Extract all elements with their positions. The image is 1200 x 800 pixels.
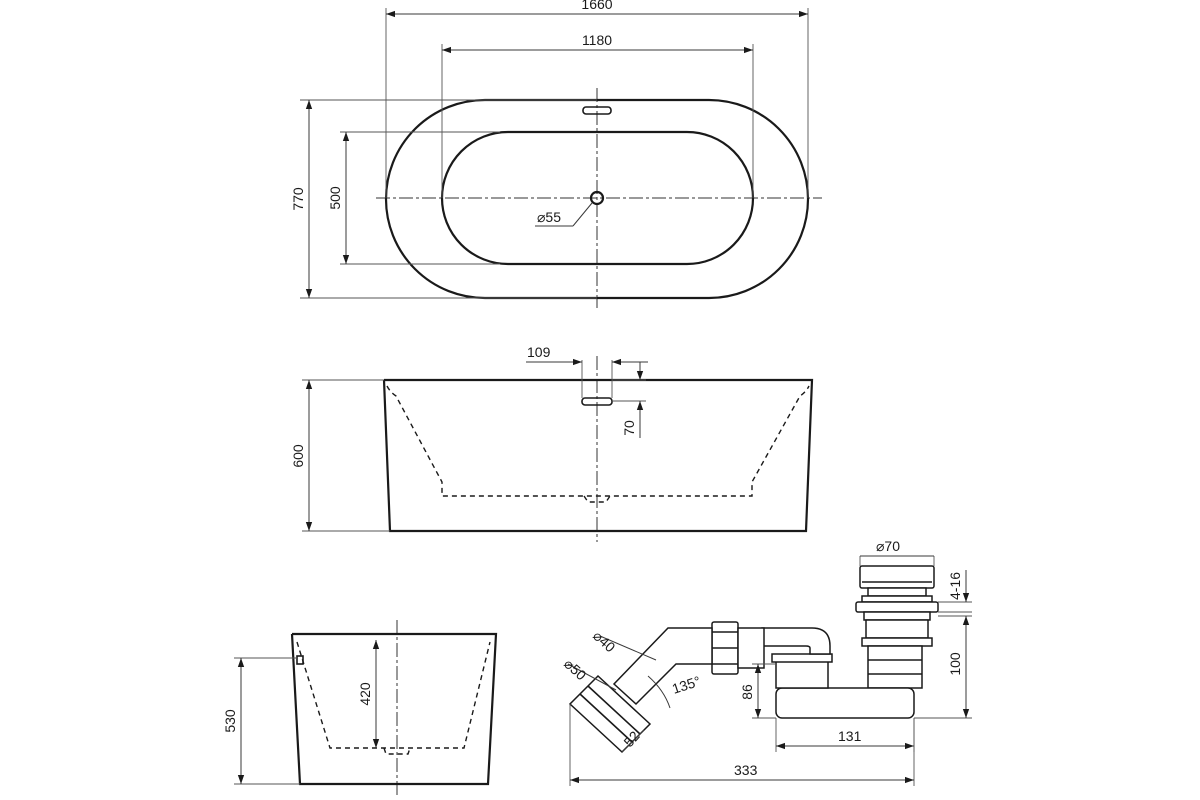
tub-front-hidden-interior [386, 385, 810, 497]
front-drain-hidden [583, 495, 611, 503]
deck-thickness-label: 4-16 [947, 572, 963, 600]
side-overflow-fitting [296, 655, 304, 665]
overflow-height-label: 70 [621, 420, 637, 436]
plug-washer [861, 595, 933, 603]
pipe-inner-diameter-leader [599, 635, 657, 661]
siphon-plug-cap [859, 565, 935, 589]
drain-leader [572, 202, 593, 227]
tub-front-body [382, 378, 814, 533]
angle-label: 135° [670, 673, 702, 697]
plug-diameter-label: ⌀70 [876, 538, 900, 554]
body-height-label: 100 [947, 652, 963, 676]
overflow-width-label: 109 [527, 344, 551, 360]
top-view: ⌀55 1660 1180 770 500 [290, 0, 822, 308]
elbow-fitting [761, 627, 831, 655]
total-length-label: 333 [734, 762, 758, 778]
lock-nut [863, 611, 931, 621]
tub-height-label: 600 [290, 444, 306, 468]
side-drain-hidden [383, 747, 411, 755]
overflow-fitting [582, 106, 612, 115]
siphon-detail: ⌀70 4-16 100 86 131 333 ⌀40 ⌀50 [561, 538, 972, 786]
inner-width-label: 500 [327, 186, 343, 210]
overall-length-label: 1660 [581, 0, 612, 12]
overall-width-label: 770 [290, 187, 306, 211]
drain-hole [589, 190, 605, 206]
front-view: 109 70 600 [290, 344, 814, 542]
trap-body [775, 687, 915, 719]
tub-side-body [290, 632, 498, 786]
drain-body [865, 619, 929, 639]
pipe-outer-diameter-label: ⌀50 [561, 655, 590, 683]
tub-side-hidden-interior [296, 641, 491, 749]
front-overflow-fitting [581, 397, 613, 406]
pipe-outer-diameter-leader [567, 663, 617, 691]
outlet-length-leader [621, 729, 645, 753]
pipe-inner-diameter-label: ⌀40 [590, 627, 619, 655]
trap-height-label: 86 [739, 684, 755, 700]
coupling-pipe [737, 627, 765, 669]
angled-pipe [612, 627, 713, 706]
side-depth-label: 420 [357, 682, 373, 706]
trap-outlet-nut [771, 653, 833, 663]
side-overflow-height-label: 530 [222, 709, 238, 733]
side-view: 530 420 [222, 620, 498, 795]
inner-length-label: 1180 [582, 32, 612, 48]
trap-length-label: 131 [838, 728, 862, 744]
angle-arc [647, 675, 671, 709]
plug-stem [867, 587, 927, 597]
drain-diameter-label: ⌀55 [537, 209, 561, 225]
deck-flange [855, 601, 939, 613]
trap-outlet-riser [775, 659, 829, 689]
trap-riser [867, 645, 923, 689]
sleeve-line-1 [587, 685, 641, 735]
sleeve-line-2 [579, 693, 633, 743]
gasket [861, 637, 933, 647]
